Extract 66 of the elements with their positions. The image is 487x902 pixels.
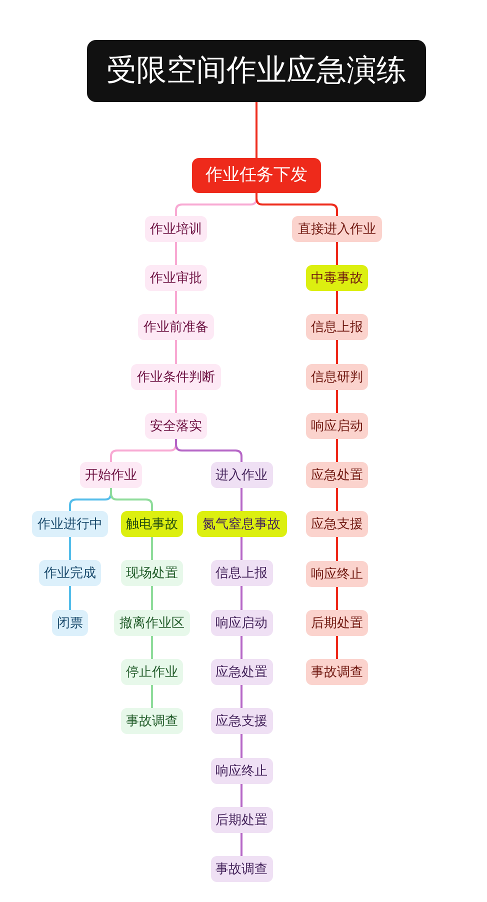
connector-line [240,833,242,856]
step-box: 事故调查 [306,659,368,685]
step-box: 信息上报 [210,560,272,586]
connector-line [151,685,153,708]
step-box: 应急支援 [210,708,272,734]
connector-line [69,586,71,610]
step-box: 信息研判 [306,364,368,390]
step-box: 作业完成 [39,560,101,586]
step-box: 现场处置 [121,560,183,586]
connector-line [240,784,242,807]
connector-line [240,734,242,758]
connector-line [151,537,153,560]
step-box: 作业进行中 [32,511,108,537]
connector-line [69,537,71,560]
step-box: 响应终止 [210,758,272,784]
connector-line [336,390,338,413]
title-box: 受限空间作业应急演练 [87,40,426,102]
step-box: 进入作业 [210,462,272,488]
step-box: 停止作业 [121,659,183,685]
step-box: 响应启动 [306,413,368,439]
step-box: 作业审批 [145,265,207,291]
step-box: 应急处置 [210,659,272,685]
connector-line [240,537,242,560]
topic-box: 作业任务下发 [192,158,321,193]
step-box: 事故调查 [121,708,183,734]
step-box: 安全落实 [145,413,207,439]
connector-line [336,340,338,364]
connector-line [256,193,338,216]
connector-line [240,488,242,511]
connector-line [336,242,338,265]
accident-box: 氮气窒息事故 [196,511,286,537]
connector-line [151,586,153,610]
connector-line [336,537,338,561]
step-box: 撤离作业区 [114,610,190,636]
connector-line [175,242,177,265]
step-box: 后期处置 [210,807,272,833]
connector-line [240,636,242,659]
step-box: 作业培训 [145,216,207,242]
connector-line [175,340,177,364]
step-box: 闭票 [52,610,88,636]
accident-box: 中毒事故 [306,265,368,291]
connector-line [336,291,338,314]
connector-line [240,586,242,610]
step-box: 开始作业 [80,462,142,488]
connector-line [336,587,338,610]
connector-line [336,636,338,659]
step-box: 信息上报 [306,314,368,340]
connector-line [175,439,242,462]
connector-line [175,291,177,314]
step-box: 作业条件判断 [131,364,221,390]
step-box: 响应终止 [306,561,368,587]
step-box: 直接进入作业 [292,216,382,242]
step-box: 作业前准备 [138,314,214,340]
connector-line [175,390,177,413]
step-box: 响应启动 [210,610,272,636]
connector-line [336,439,338,462]
step-box: 应急处置 [306,462,368,488]
step-box: 事故调查 [210,856,272,882]
accident-box: 触电事故 [121,511,183,537]
step-box: 应急支援 [306,511,368,537]
connector-line [110,488,153,511]
step-box: 后期处置 [306,610,368,636]
connector-line [336,488,338,511]
connector-line [151,636,153,659]
connector-line [240,685,242,708]
connector-line [256,102,258,158]
